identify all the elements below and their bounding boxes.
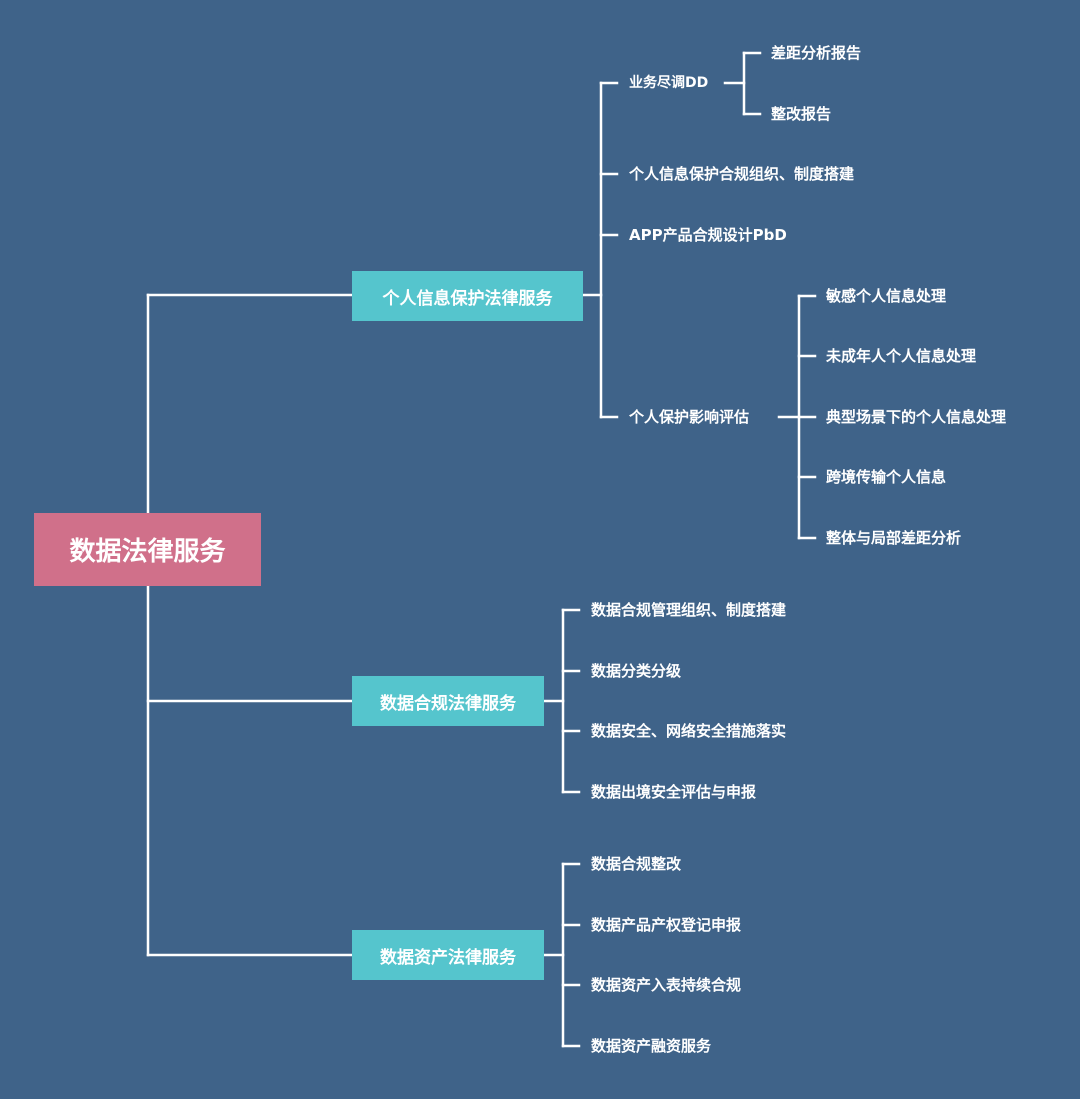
branch-data-asset-node[interactable]: 数据资产法律服务 — [352, 930, 544, 980]
item-data-classification[interactable]: 数据分类分级 — [591, 662, 682, 680]
branch-personal-info-node[interactable]: 个人信息保护法律服务 — [352, 271, 583, 321]
root-node[interactable]: 数据法律服务 — [34, 513, 261, 586]
item-property-registration[interactable]: 数据产品产权登记申报 — [591, 916, 742, 934]
item-export-assessment[interactable]: 数据出境安全评估与申报 — [591, 783, 757, 801]
item-impact-assessment[interactable]: 个人保护影响评估 — [629, 408, 750, 426]
item-pi-org-setup[interactable]: 个人信息保护合规组织、制度搭建 — [629, 165, 855, 183]
item-rectification-report[interactable]: 整改报告 — [771, 105, 832, 123]
item-due-diligence[interactable]: 业务尽调DD — [629, 75, 709, 91]
item-app-pbd[interactable]: APP产品合规设计PbD — [629, 226, 787, 244]
item-scenario-pi[interactable]: 典型场景下的个人信息处理 — [826, 408, 1007, 426]
item-gap-analysis-report[interactable]: 差距分析报告 — [771, 44, 862, 62]
item-security-measures[interactable]: 数据安全、网络安全措施落实 — [591, 722, 787, 740]
item-cross-border-pi[interactable]: 跨境传输个人信息 — [826, 468, 947, 486]
item-sensitive-pi[interactable]: 敏感个人信息处理 — [826, 287, 947, 305]
item-minor-pi[interactable]: 未成年人个人信息处理 — [826, 347, 977, 365]
branch-data-compliance-node[interactable]: 数据合规法律服务 — [352, 676, 544, 726]
item-overall-gap-analysis[interactable]: 整体与局部差距分析 — [826, 529, 962, 547]
item-asset-financing[interactable]: 数据资产融资服务 — [591, 1037, 712, 1055]
item-data-compliance-org[interactable]: 数据合规管理组织、制度搭建 — [591, 601, 787, 619]
item-asset-booking-compliance[interactable]: 数据资产入表持续合规 — [591, 976, 742, 994]
item-compliance-rectification[interactable]: 数据合规整改 — [591, 855, 682, 873]
